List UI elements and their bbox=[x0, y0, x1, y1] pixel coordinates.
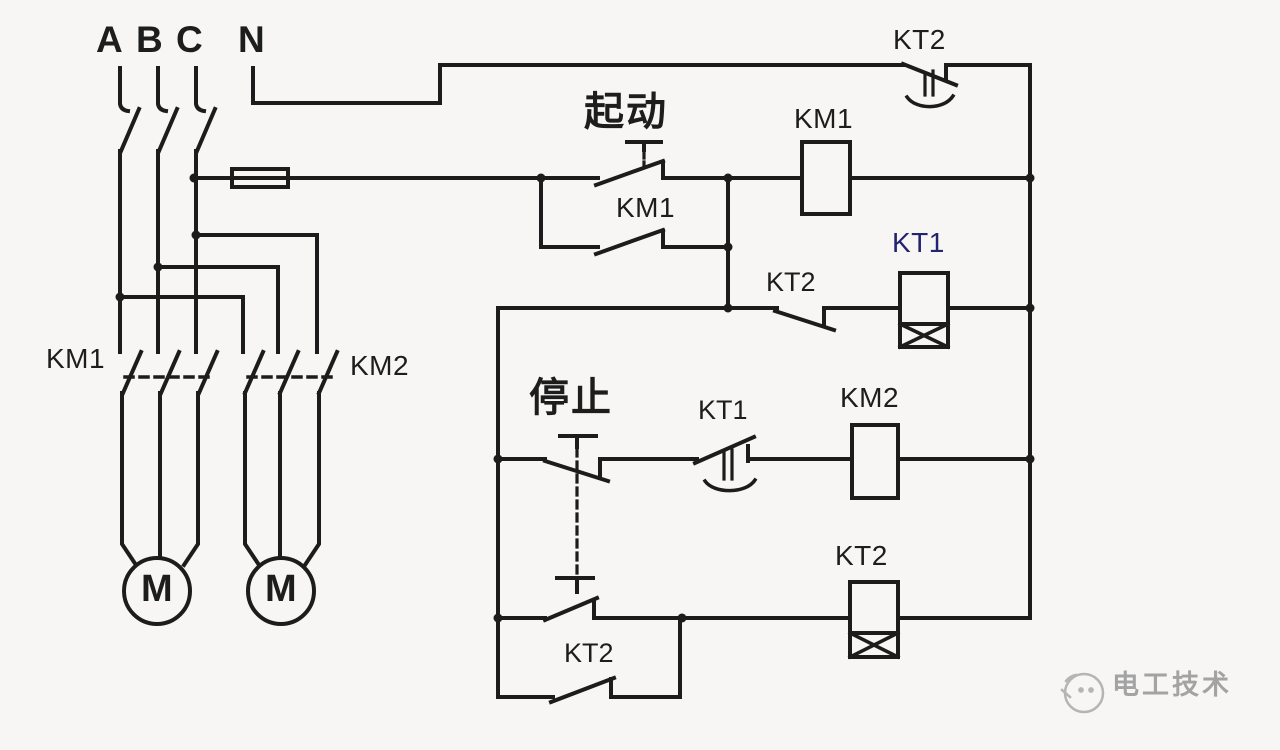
phase-b-label: B bbox=[136, 19, 163, 60]
stop-button-symbol bbox=[496, 434, 699, 579]
phase-a-label: A bbox=[96, 19, 123, 60]
kt2-delay-contact-label: KT2 bbox=[893, 24, 946, 55]
kt2-linked-start-button-symbol bbox=[496, 576, 852, 623]
km2-main-contacts bbox=[242, 349, 340, 568]
phase-crossover-branches bbox=[118, 233, 319, 354]
kt1-delay-contact-label: KT1 bbox=[698, 395, 748, 425]
km2-coil-label: KM2 bbox=[840, 382, 900, 413]
km1-coil-symbol bbox=[800, 140, 1032, 216]
kt2-delay-nc-contact-symbol bbox=[900, 61, 1032, 109]
km2-coil-symbol bbox=[850, 423, 1032, 500]
motor1-symbol bbox=[122, 556, 192, 626]
motor2-symbol bbox=[246, 556, 316, 626]
stop-button-label: 停止 bbox=[529, 376, 613, 420]
kt2-nc-contact-label: KT2 bbox=[766, 267, 816, 297]
kt2-nc-contact-symbol bbox=[496, 306, 902, 333]
km1-aux-contact-label: KM1 bbox=[616, 192, 676, 223]
neutral-wire bbox=[251, 63, 905, 105]
km1-main-contacts-label: KM1 bbox=[46, 343, 106, 374]
phase-disconnect-switches bbox=[118, 66, 218, 354]
km1-coil-label: KM1 bbox=[794, 103, 854, 134]
kt2-linked-contact-label: KT2 bbox=[564, 638, 614, 668]
brand-logo-icon bbox=[1060, 672, 1105, 714]
kt1-coil-label: KT1 bbox=[892, 227, 945, 258]
motor1-label: M bbox=[141, 568, 173, 610]
junction-dots bbox=[115, 173, 1035, 623]
km2-main-contacts-label: KM2 bbox=[350, 350, 410, 381]
km1-main-contacts bbox=[120, 349, 220, 568]
kt2-coil-label: KT2 bbox=[835, 540, 888, 571]
kt2-no-contact-symbol bbox=[496, 616, 682, 705]
phase-c-label: C bbox=[176, 19, 203, 60]
watermark-text: 电工技术 bbox=[1112, 670, 1232, 700]
motor2-label: M bbox=[265, 568, 297, 610]
kt1-coil-symbol bbox=[897, 271, 1032, 350]
start-button-symbol bbox=[593, 140, 804, 188]
fuse-symbol bbox=[194, 167, 600, 189]
kt2-coil-symbol bbox=[847, 580, 1032, 660]
kt1-delay-no-contact-symbol bbox=[692, 434, 854, 493]
phase-n-label: N bbox=[238, 19, 265, 60]
start-button-label: 起动 bbox=[584, 90, 668, 134]
